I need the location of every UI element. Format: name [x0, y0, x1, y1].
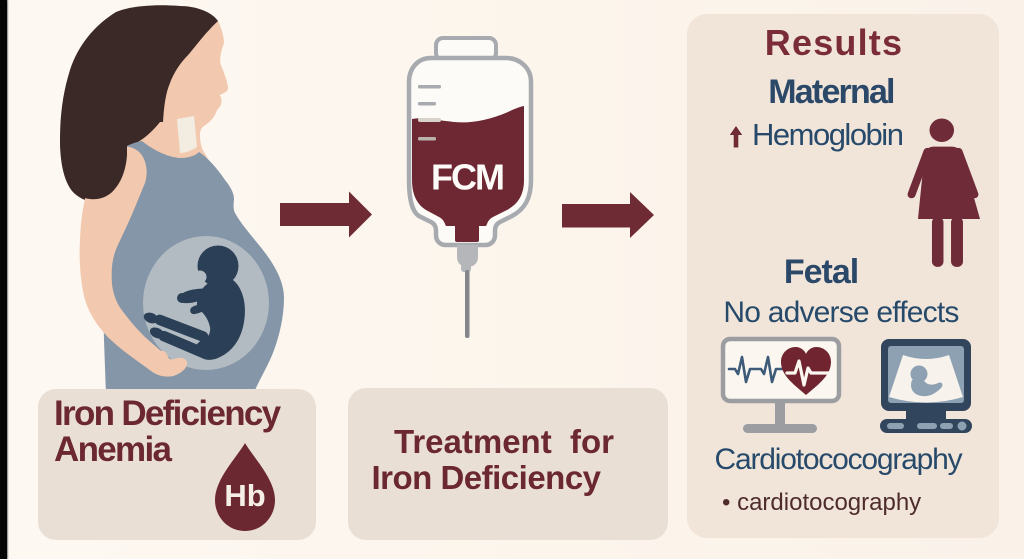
svg-text:Hb: Hb	[224, 478, 265, 513]
svg-text:FCM: FCM	[431, 157, 503, 198]
